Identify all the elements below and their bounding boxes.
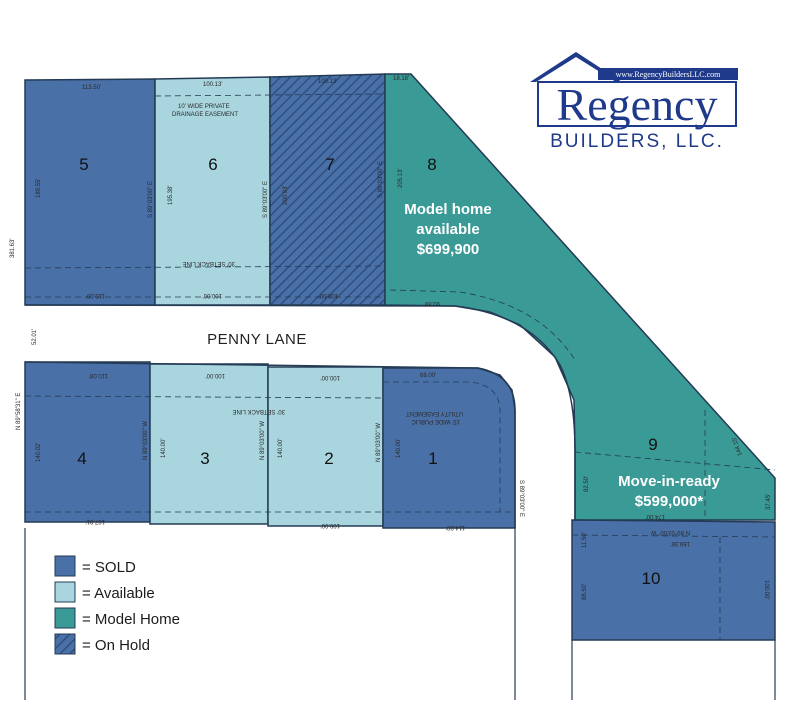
- survey-l2-front: 100.00': [321, 374, 341, 380]
- survey-l1-rear: 114.00': [446, 524, 465, 530]
- survey-setback-bottom: 30' SETBACK LINE: [233, 408, 286, 414]
- legend-swatch-model-home: [54, 607, 76, 629]
- survey-l10-side-2: 88.50': [582, 584, 588, 600]
- setback-line-north: [24, 265, 386, 269]
- lot-8-callout-line1: Model home: [404, 201, 492, 218]
- lot-7-number: 7: [325, 155, 334, 174]
- lot-9-number: 9: [648, 435, 657, 454]
- survey-l9-rear: 174.00': [646, 513, 666, 519]
- regency-builders-logo: www.RegencyBuildersLLC.com Regency BUILD…: [530, 52, 738, 152]
- lot-1-parcel[interactable]: [382, 367, 516, 529]
- street-edge-south: [24, 361, 516, 528]
- survey-l10-east: 100.00': [763, 580, 769, 600]
- survey-l10-north: N 89°03'00" W: [651, 529, 690, 535]
- lot-10-number: 10: [642, 569, 661, 588]
- lot-6-number: 6: [208, 155, 217, 174]
- legend-label-on-hold: = On Hold: [82, 637, 150, 654]
- survey-l5-side: 189.55': [36, 179, 42, 199]
- lot-9-dashed-divider: [574, 451, 776, 471]
- survey-utility-2: UTILITY EASEMENT: [406, 410, 463, 416]
- survey-l1-side: 140.00': [396, 439, 402, 459]
- survey-l7-side: 200.93': [283, 186, 289, 206]
- lot-3-number: 3: [200, 449, 209, 468]
- logo-url-banner: [598, 68, 738, 80]
- survey-easement: 10' WIDE PRIVATE: [178, 104, 230, 110]
- survey-l2-bearing: N 89°03'00" W: [260, 421, 266, 460]
- survey-l7-top: 100.13': [318, 79, 338, 85]
- survey-l4-rear: 107.91': [86, 518, 106, 524]
- lot-4-number: 4: [77, 449, 86, 468]
- lot-5-parcel[interactable]: [24, 78, 156, 306]
- legend-label-model-home: = Model Home: [82, 611, 180, 628]
- survey-l8-bearing: S 89°03'00" E: [378, 161, 384, 198]
- survey-l9-side: 82.50': [584, 476, 590, 492]
- legend-label-available: = Available: [82, 585, 155, 602]
- survey-l3-front: 100.00': [206, 372, 226, 378]
- survey-frontage-6: 100.00': [203, 292, 223, 298]
- street-name-label: PENNY LANE: [207, 331, 307, 348]
- logo-wordmark: Regency: [557, 79, 718, 130]
- survey-l6-side: 195.38': [168, 186, 174, 206]
- survey-street-width: 52.01': [32, 329, 38, 345]
- survey-easement-2: DRAINAGE EASEMENT: [172, 112, 238, 118]
- legend: = SOLD = Available = Model Home = On Hol…: [54, 555, 180, 655]
- lot-9-callout-price: $599,000*: [635, 493, 704, 510]
- legend-swatch-on-hold: [54, 633, 76, 655]
- survey-l10-north-len: 169.36': [671, 540, 691, 546]
- survey-l3-bearing: N 89°03'00" W: [143, 421, 149, 460]
- survey-l8-side: 205.13': [398, 169, 404, 189]
- survey-l4-front: 110.08': [89, 372, 108, 378]
- lot-9-callout-line1: Move-in-ready: [618, 473, 720, 490]
- survey-l7-bearing: S 89°03'00" E: [263, 181, 269, 218]
- survey-l8-top: 18.18': [393, 76, 409, 82]
- survey-frontage-7: 100.00': [319, 292, 339, 298]
- survey-l3-side: 140.00': [161, 439, 167, 459]
- legend-label-sold: = SOLD: [82, 559, 136, 576]
- lot-2-parcel[interactable]: [267, 366, 384, 527]
- survey-l1-front: 68.00': [420, 373, 436, 379]
- drainage-easement-line: [154, 93, 386, 97]
- logo-frame: [537, 81, 737, 127]
- survey-l2-rear: 100.00': [321, 522, 341, 528]
- logo-url: www.RegencyBuildersLLC.com: [616, 70, 722, 79]
- survey-frontage-8: 90.89': [424, 300, 440, 306]
- lot-4-parcel[interactable]: [24, 361, 151, 523]
- survey-setback-top: 30' SETBACK LINE: [183, 260, 236, 266]
- survey-l6-bearing: S 89°03'00" E: [148, 181, 154, 218]
- survey-l9-end: 37.45': [766, 494, 772, 510]
- survey-l1-east: S 89°03'00" E: [518, 480, 524, 517]
- lot-8-number: 8: [427, 155, 436, 174]
- legend-swatch-sold: [54, 555, 76, 577]
- lot-1-number: 1: [428, 449, 437, 468]
- survey-left-total: 381.63': [10, 239, 16, 259]
- survey-l1-bearing: N 89°03'00" W: [376, 423, 382, 462]
- survey-l4-side: 140.02': [36, 443, 42, 463]
- survey-l5-top: 113.50': [82, 85, 101, 91]
- survey-utility: 15' WIDE PUBLIC: [411, 418, 460, 424]
- lot-10-parcel[interactable]: [571, 519, 776, 641]
- utility-easement-curve: [383, 381, 501, 512]
- lot-5-number: 5: [79, 155, 88, 174]
- logo-subtitle: BUILDERS, LLC.: [550, 131, 724, 152]
- lot-8-callout-line2: available: [416, 221, 479, 238]
- lot-3-parcel[interactable]: [149, 363, 269, 525]
- survey-south-bearing: N 89°58'31" E: [16, 393, 22, 430]
- lot-10-dashed: [571, 534, 776, 538]
- lot-8-setback-curve: [389, 289, 576, 361]
- legend-swatch-available: [54, 581, 76, 603]
- survey-l10-side-1: 11.50': [582, 532, 588, 548]
- lot-8-callout-price: $699,900: [417, 241, 480, 258]
- street-edge-north: [24, 304, 576, 520]
- survey-l2-side: 140.00': [278, 439, 284, 459]
- lot-2-number: 2: [324, 449, 333, 468]
- survey-annotations: 113.50' 100.13' 100.13' 18.18' 10' WIDE …: [10, 76, 772, 600]
- survey-frontage-5: 110.00': [86, 292, 105, 298]
- survey-l6-top: 100.13': [203, 82, 223, 88]
